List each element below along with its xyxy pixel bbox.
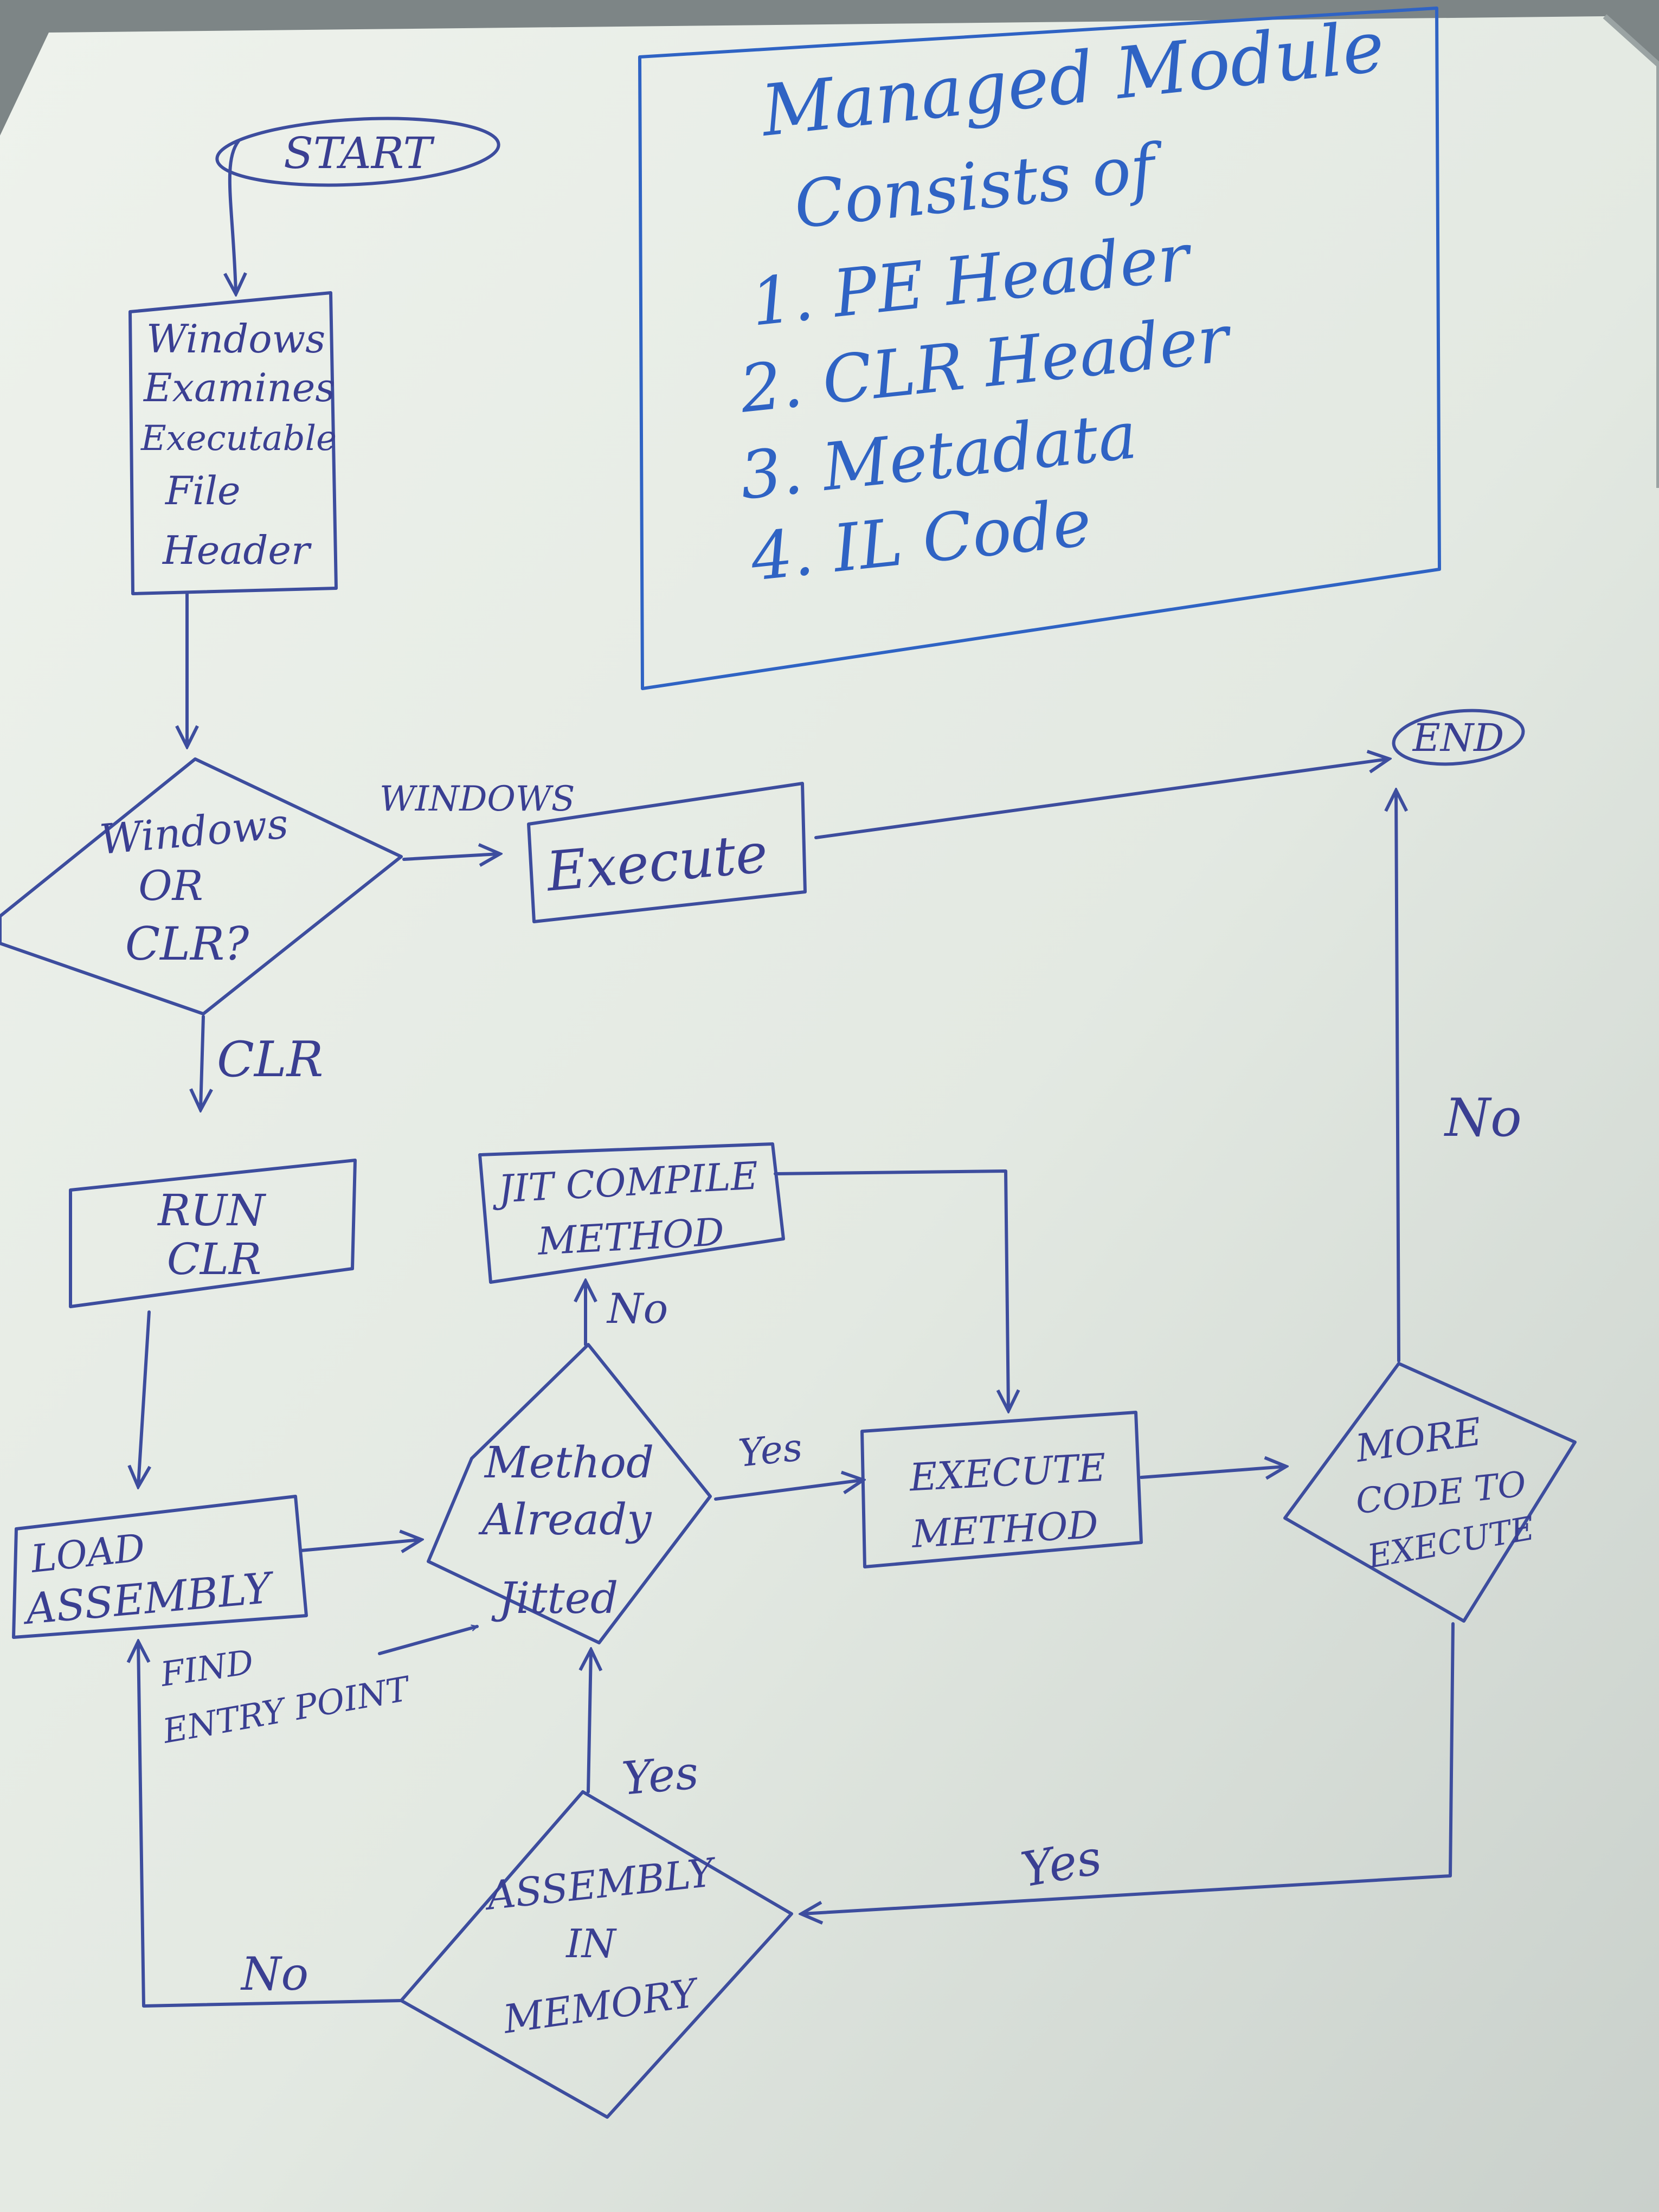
edge-load-to-method-jitted: [299, 1540, 420, 1551]
edge-label-no-more: No: [1444, 1088, 1522, 1148]
decision-line-3: CLR?: [125, 917, 249, 970]
windows-examines-node: Windows Examines Executable File Header: [128, 291, 338, 595]
jit-line-2: METHOD: [536, 1210, 725, 1264]
edge-decision-to-run-clr: [201, 1015, 203, 1109]
execute-method-node: EXECUTE METHOD: [860, 1411, 1143, 1568]
start-label: START: [284, 128, 435, 178]
edge-label-yes-more: Yes: [1017, 1829, 1105, 1898]
edge-find-entry-point: [378, 1626, 479, 1655]
edge-label-no-in-memory: No: [240, 1947, 308, 2001]
paper-sheet: [0, 16, 1659, 2212]
edge-label-windows: WINDOWS: [380, 779, 575, 819]
run-clr-line-1: RUN: [157, 1185, 267, 1236]
edge-run-clr-to-load: [138, 1310, 149, 1486]
windows-or-clr-decision: Windows OR CLR?: [0, 757, 403, 1015]
examines-line-1: Windows: [146, 316, 325, 362]
examines-line-3: Executable: [140, 419, 337, 459]
run-clr-node: RUN CLR: [69, 1159, 357, 1308]
examines-line-4: File: [164, 468, 241, 513]
end-label: END: [1412, 716, 1504, 760]
exec-method-line-1: EXECUTE: [908, 1445, 1107, 1500]
decision-line-2: OR: [138, 861, 203, 910]
run-clr-line-2: CLR: [167, 1234, 262, 1284]
paper-edge: [1603, 14, 1659, 488]
in-memory-line-2: IN: [565, 1921, 617, 1966]
edge-in-memory-yes-to-jitted: [588, 1651, 591, 1793]
examines-line-5: Header: [162, 528, 312, 573]
edge-start-to-examine: [230, 139, 239, 293]
jitted-line-1: Method: [484, 1437, 654, 1488]
edge-more-yes-to-in-memory: [802, 1622, 1455, 1914]
end-node: END: [1392, 709, 1525, 766]
edge-label-clr: CLR: [217, 1031, 323, 1088]
load-assembly-node: LOAD ASSEMBLY: [12, 1495, 308, 1639]
edge-jitted-yes-to-execute-method: [714, 1480, 862, 1501]
start-node: START: [215, 117, 500, 187]
edge-jit-to-execute-method: [774, 1169, 1008, 1410]
edge-in-memory-no-to-load: [138, 1643, 403, 2008]
edge-more-no-to-end: [1396, 792, 1399, 1362]
examines-line-2: Examines: [143, 365, 335, 410]
edge-execute-to-end: [814, 759, 1388, 839]
edge-label-yes-jitted: Yes: [736, 1425, 804, 1476]
edge-label-no-jit: No: [606, 1284, 668, 1333]
edge-decision-to-execute: [402, 854, 499, 859]
edge-execute-method-to-more: [1140, 1467, 1285, 1477]
exec-method-line-2: METHOD: [910, 1502, 1099, 1557]
jitted-line-2: Already: [478, 1494, 652, 1545]
edge-label-yes-in-memory: Yes: [620, 1746, 700, 1805]
method-already-jitted-decision: Method Already Jitted: [427, 1343, 712, 1644]
jitted-line-3: Jitted: [491, 1573, 619, 1623]
